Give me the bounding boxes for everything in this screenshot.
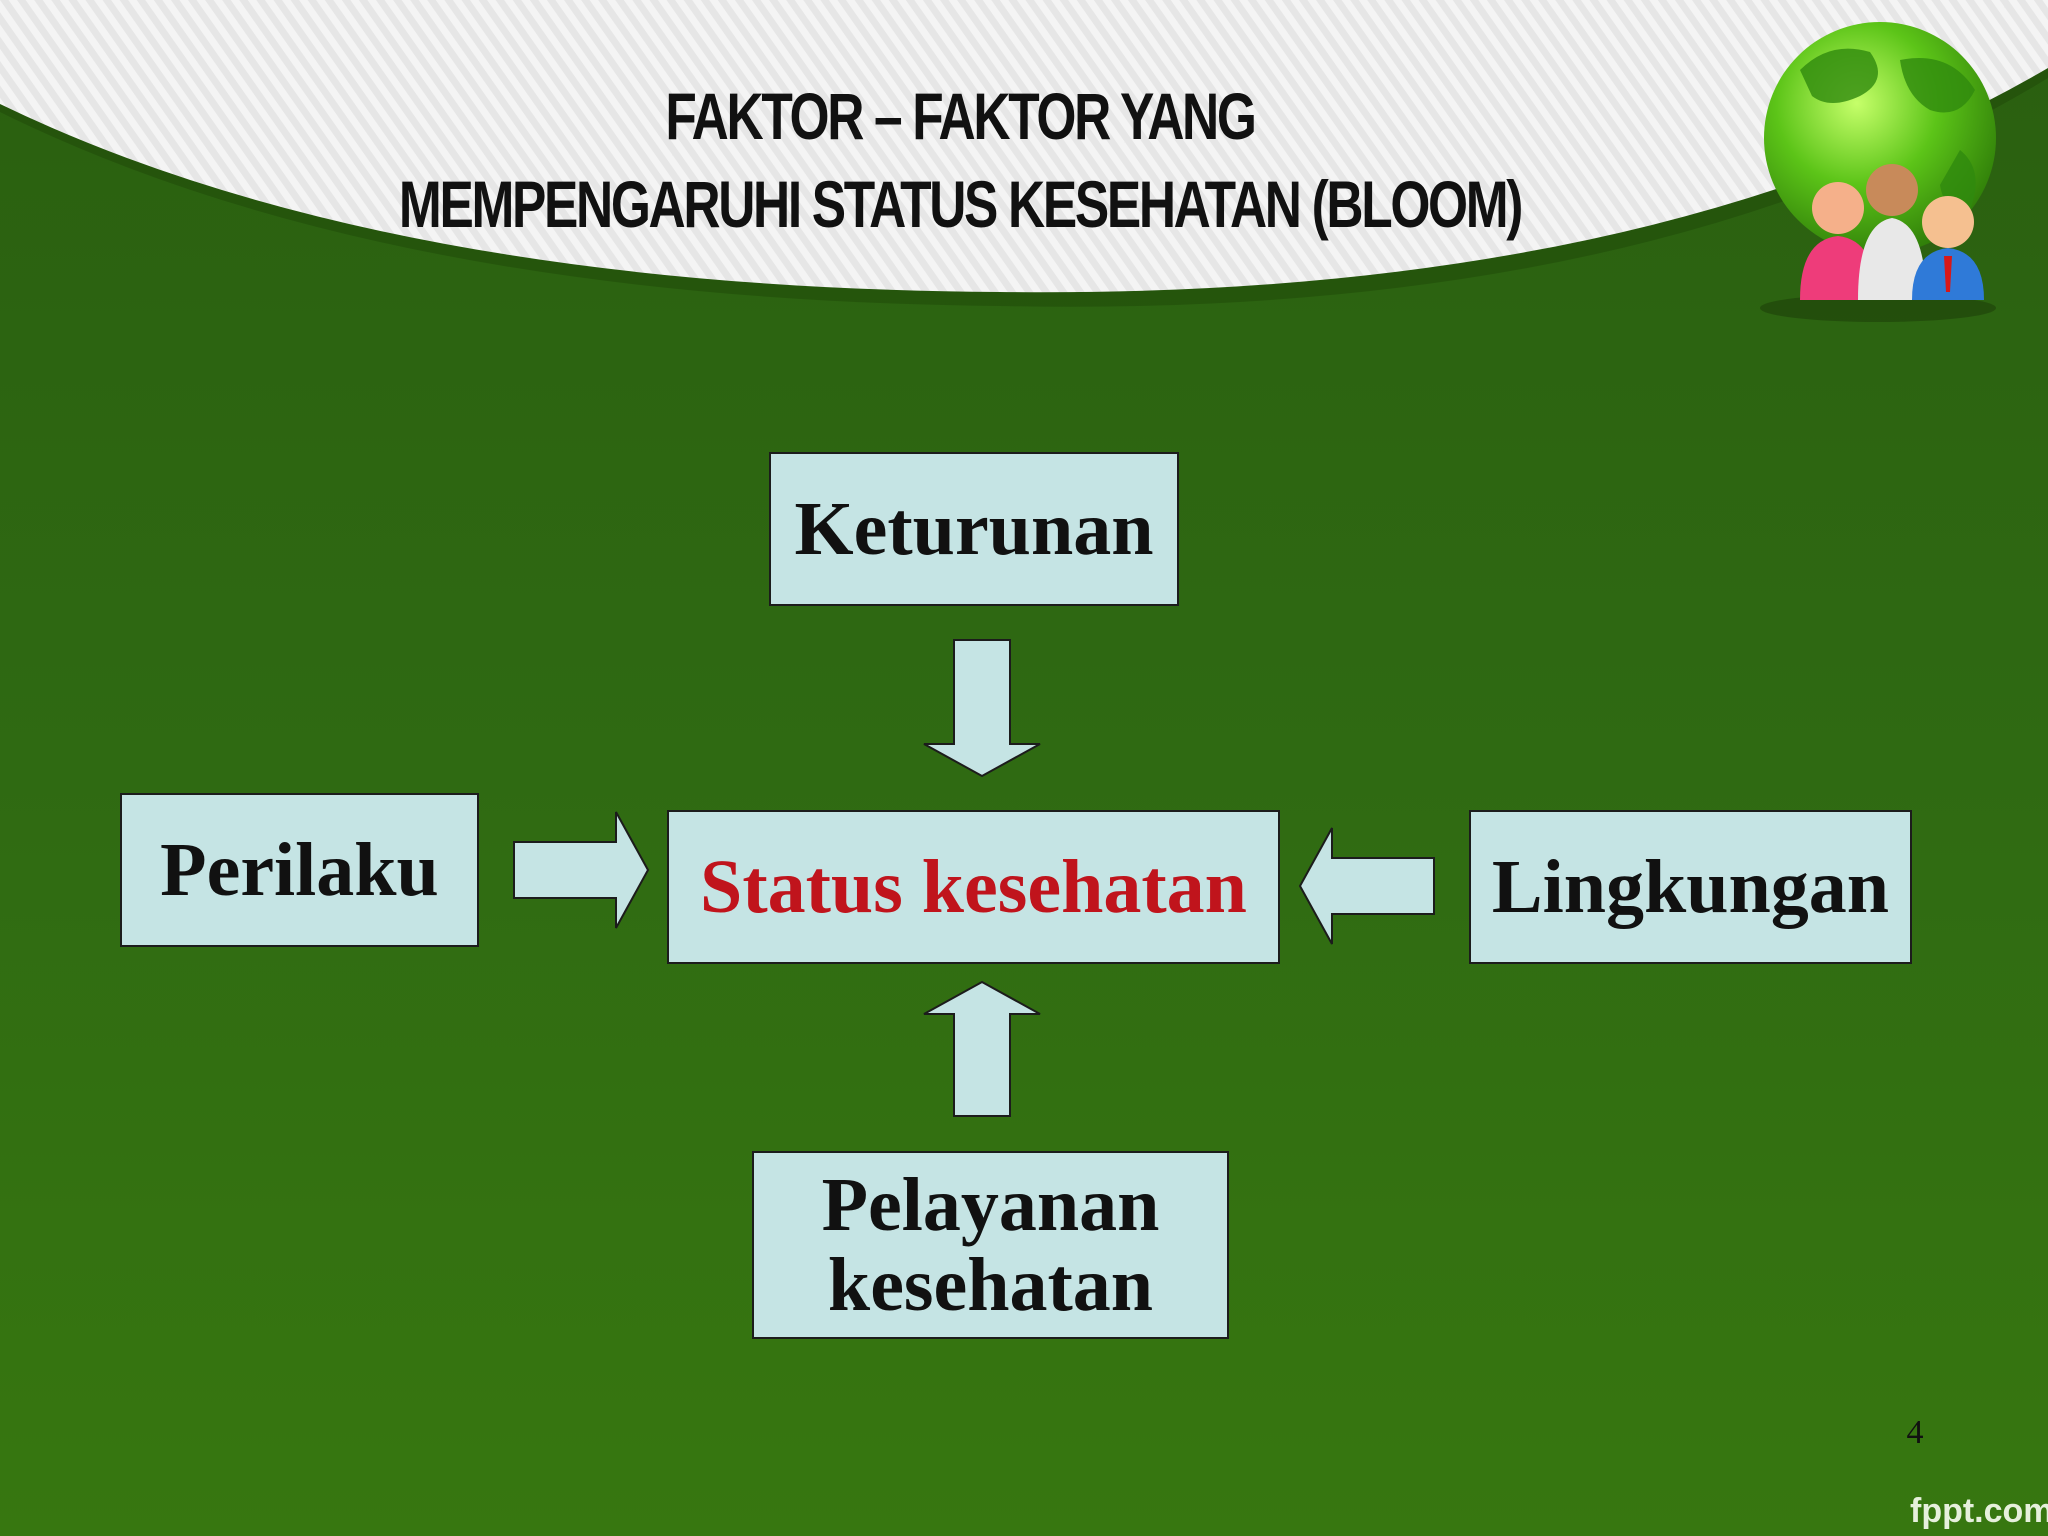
factor-perilaku-box: Perilaku <box>120 793 479 947</box>
arrow-up-from-pelayanan <box>923 980 1041 1117</box>
factor-lingkungan-box: Lingkungan <box>1469 810 1912 964</box>
arrow-down-from-keturunan <box>923 639 1041 778</box>
page-number: 4 <box>1906 1414 1924 1451</box>
globe-people-icon <box>1760 22 1996 322</box>
slide-title-line-2: MEMPENGARUHI STATUS KESEHATAN (BLOOM) <box>398 167 1524 241</box>
pelayanan-line-2: kesehatan <box>827 1243 1154 1327</box>
brand-watermark: fppt.com <box>1910 1492 2048 1530</box>
factor-keturunan-box: Keturunan <box>769 452 1179 606</box>
arrow-left-from-lingkungan <box>1298 827 1435 945</box>
arrow-right-from-perilaku <box>513 811 650 929</box>
factor-pelayanan-kesehatan-box: Pelayanan kesehatan <box>752 1151 1229 1339</box>
status-kesehatan-box: Status kesehatan <box>667 810 1280 964</box>
slide-title-line-1: FAKTOR – FAKTOR YANG <box>665 79 1257 153</box>
pelayanan-line-1: Pelayanan <box>821 1163 1160 1247</box>
